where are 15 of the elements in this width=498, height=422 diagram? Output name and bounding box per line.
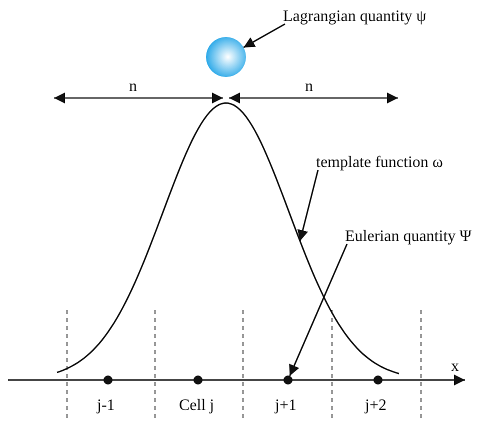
- sphere: [206, 37, 246, 77]
- leader-line: [289, 244, 348, 376]
- grid-point: [284, 376, 292, 384]
- dimension-label: n: [305, 78, 313, 96]
- callout-label: template function ω: [316, 154, 443, 172]
- cell-label: Cell j: [179, 397, 214, 415]
- leader-line: [297, 170, 319, 242]
- dimension-label: n: [129, 78, 137, 96]
- callout-label: Lagrangian quantity ψ: [283, 8, 426, 26]
- cell-label: j-1: [97, 397, 115, 415]
- axis-label: x: [451, 358, 459, 376]
- leader-line: [243, 23, 286, 48]
- callout-label: Eulerian quantity Ψ: [345, 228, 472, 246]
- cell-label: j+1: [275, 397, 296, 415]
- cell-label: j+2: [365, 397, 386, 415]
